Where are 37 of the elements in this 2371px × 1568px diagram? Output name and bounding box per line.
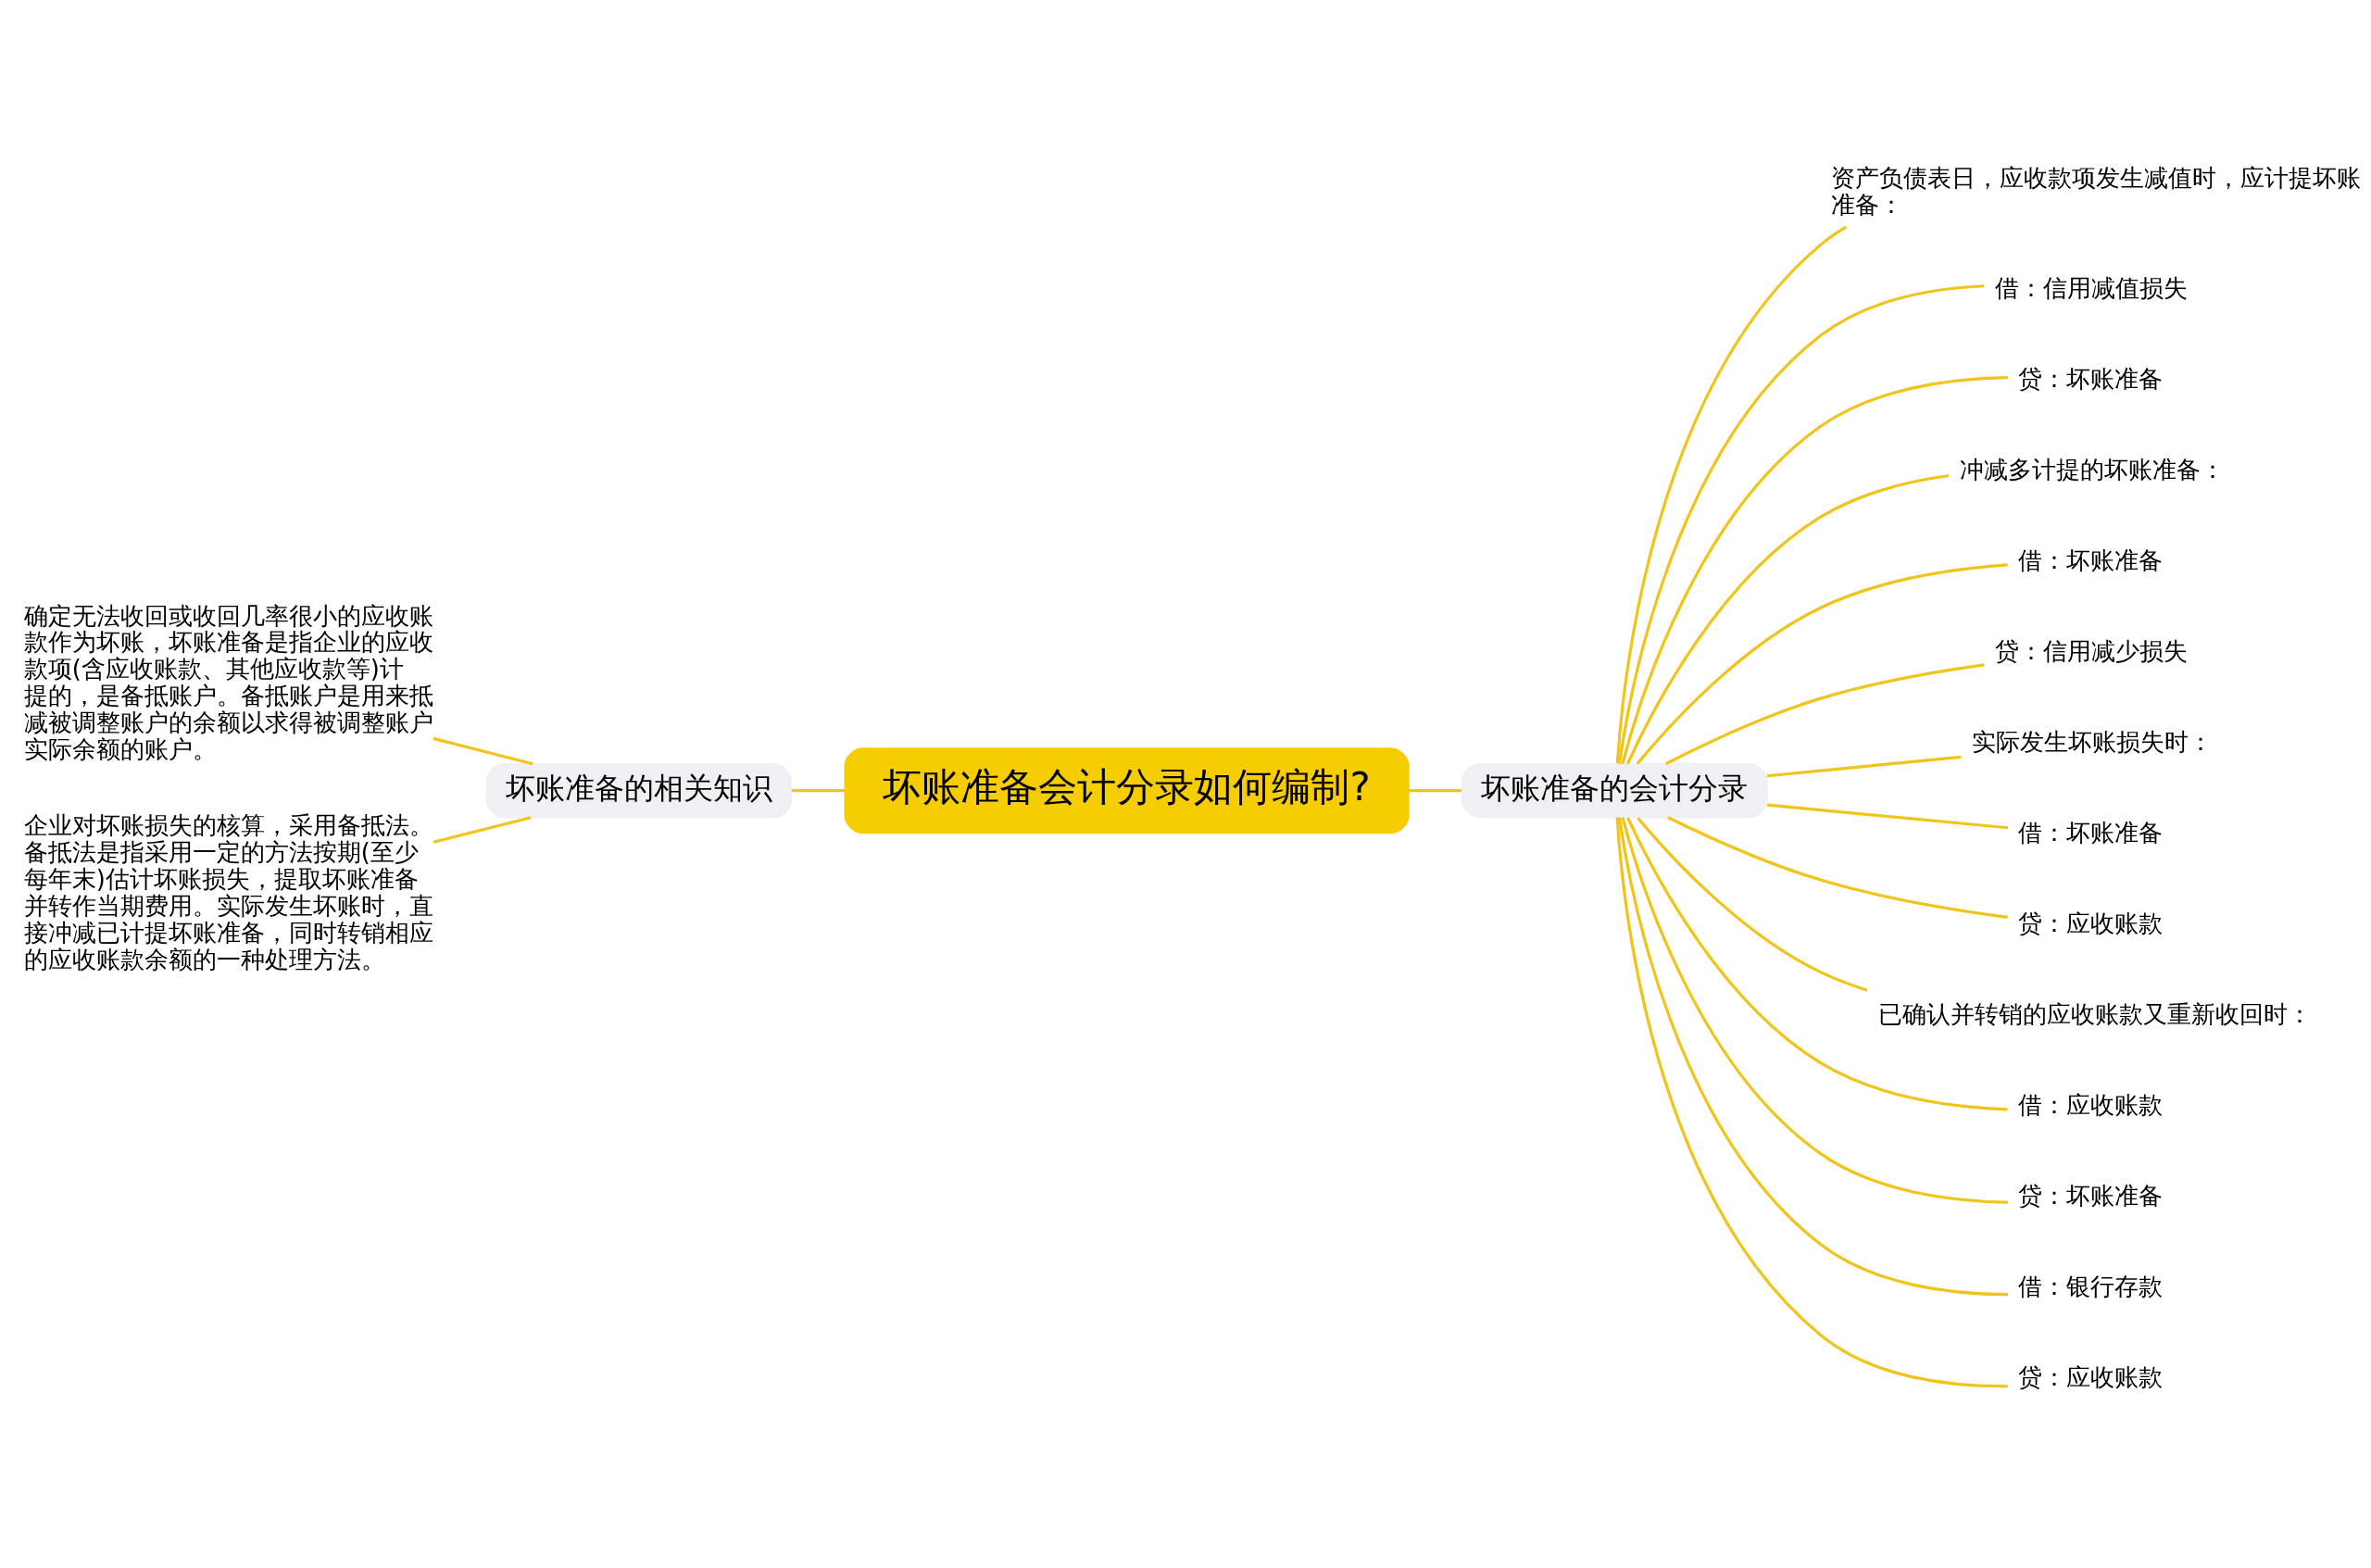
connector [433, 816, 532, 844]
node-text: 贷：坏账准备 [2018, 365, 2164, 394]
node-text: 借：信用减值损失 [1994, 274, 2188, 303]
node-text: 企业对坏账损失的核算，采用备抵法。备抵法是指采用一定的方法按期(至少每年末)估计坏账损失，提取坏账准备并转作当期费用。实际发生坏账时，直接冲减已计提坏账准备，同时转销相应的应收账款余额的一种处理方法。 [23, 810, 433, 973]
node-text: 借：应收账款 [2018, 1090, 2164, 1119]
connector [791, 789, 846, 793]
node-text: 已确认并转销的应收账款又重新收回时： [1877, 999, 2312, 1028]
connector [1766, 803, 2009, 830]
connector [1766, 755, 1962, 778]
node-box: 坏账准备的相关知识 [485, 763, 793, 819]
connector [1637, 817, 1868, 992]
node-text: 贷：坏账准备 [2018, 1181, 2164, 1210]
node-text: 贷：信用减少损失 [1994, 637, 2188, 666]
node-text: 贷：应收账款 [2018, 1362, 2164, 1391]
connector [1621, 376, 2008, 765]
connector [1617, 817, 2009, 1297]
node-text: 借：坏账准备 [2018, 546, 2164, 575]
connector [1615, 225, 1848, 764]
connector [1409, 789, 1462, 793]
node-box: 坏账准备的会计分录 [1461, 763, 1768, 819]
node-text: 贷：应收账款 [2018, 909, 2164, 937]
node-text: 借：坏账准备 [2018, 819, 2164, 847]
node-box: 坏账准备会计分录如何编制? [844, 747, 1410, 834]
connector [1667, 816, 2008, 920]
connector [1621, 817, 2008, 1204]
connector [1615, 817, 2008, 1388]
node-text: 借：银行存款 [2018, 1272, 2164, 1300]
node-text: 确定无法收回或收回几率很小的应收账款作为坏账，坏账准备是指企业的应收款项(含应收账款、其他应收款等)计提的，是备抵账户。备抵账户是用来抵减被调整账户的余额以求得被调整账户实际余额的账户。 [23, 601, 433, 764]
connector [1625, 473, 1950, 765]
node-text: 冲减多计提的坏账准备： [1959, 456, 2225, 484]
connector [1665, 663, 1985, 766]
connector [1626, 817, 2008, 1111]
node-text: 实际发生坏账损失时： [1971, 728, 2213, 757]
node-text: 资产负债表日，应收款项发生减值时，应计提坏账准备： [1830, 164, 2361, 220]
connector [433, 736, 533, 766]
connector [1636, 563, 2008, 765]
connector [1617, 284, 1985, 764]
